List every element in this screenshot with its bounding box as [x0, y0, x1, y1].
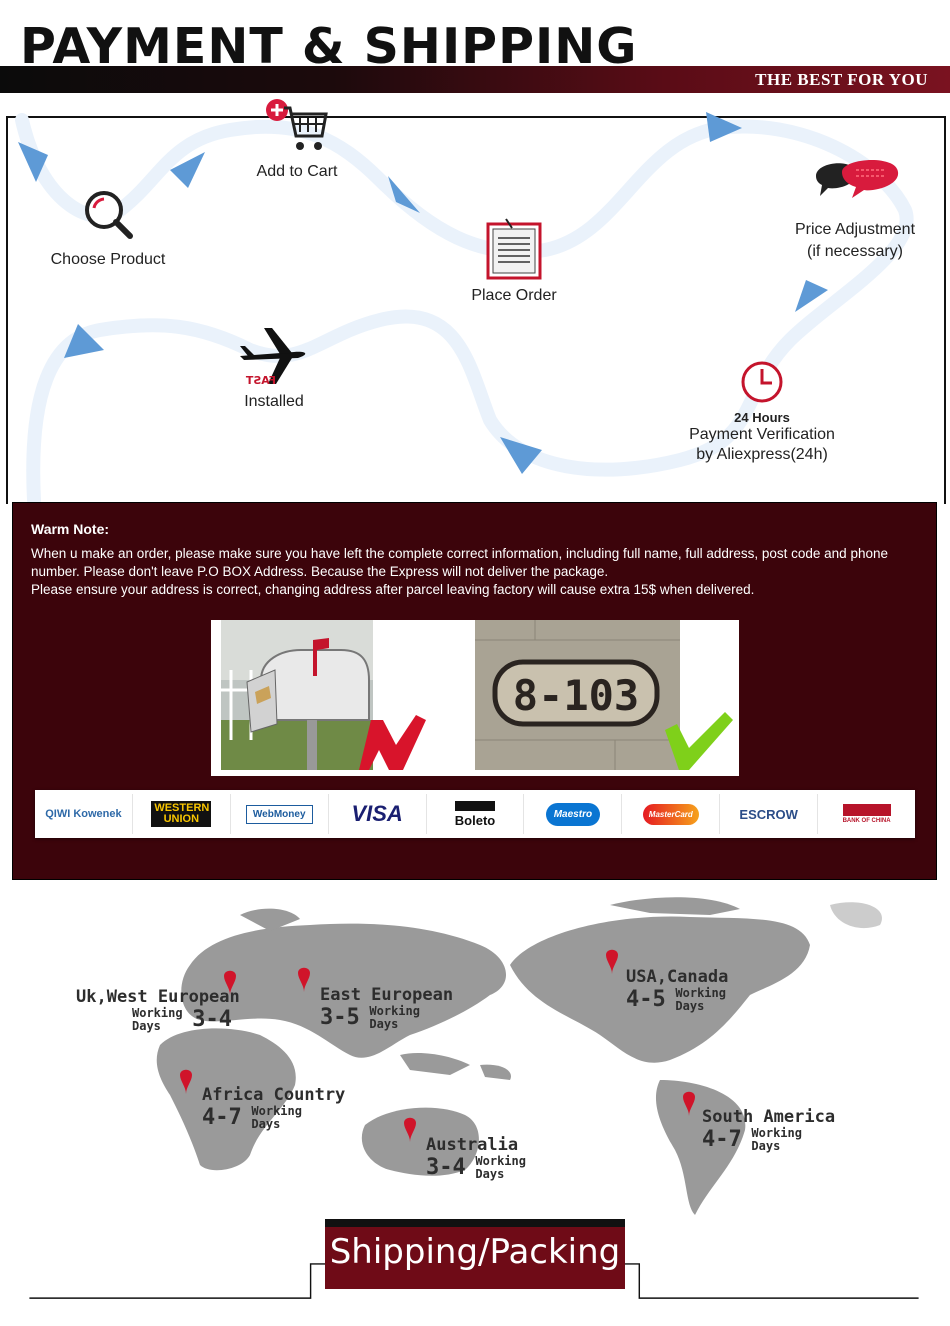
maestro-logo: Maestro	[524, 794, 623, 834]
flow-arrow-icon	[795, 280, 828, 312]
location-pin-icon	[404, 1117, 416, 1142]
location-pin-icon	[606, 949, 618, 974]
visa-logo: VISA	[329, 794, 427, 834]
clock-icon	[741, 361, 783, 403]
flow-arrow-icon	[706, 112, 742, 142]
badge-top-bar	[325, 1219, 625, 1227]
webmoney-logo: WebMoney	[231, 794, 329, 834]
qiwi-logo: QIWI Kowenek	[35, 794, 133, 834]
step-add-to-cart: Add to Cart	[230, 96, 364, 183]
western-union-logo: WESTERN UNION	[133, 794, 231, 834]
house-number-plate-photo: 8-103	[475, 620, 733, 770]
step-place-order: Place Order	[452, 216, 576, 307]
house-number-text: 8-103	[513, 671, 639, 720]
step-label: Price Adjustment	[794, 221, 916, 238]
step-installed: FAST Installed	[214, 324, 334, 413]
escrow-logo: ESCROW	[720, 794, 819, 834]
location-pin-icon	[224, 970, 236, 995]
header-tagline: THE BEST FOR YOU	[755, 70, 928, 89]
warm-note-paragraph: When u make an order, please make sure y…	[31, 546, 888, 579]
header-band	[0, 66, 950, 93]
shipping-packing-badge	[325, 1219, 625, 1289]
chat-bubbles-icon	[812, 152, 902, 207]
step-label: Place Order	[471, 287, 557, 304]
step-choose-product: Choose Product	[40, 186, 176, 271]
step-label: Add to Cart	[256, 163, 338, 180]
verification-hours: 24 Hours	[734, 410, 790, 425]
page-title: PAYMENT & SHIPPING	[20, 18, 638, 75]
flow-arrow-icon	[64, 324, 104, 358]
warm-note-panel: Warm Note: When u make an order, please …	[12, 502, 937, 880]
flow-arrow-icon	[18, 142, 48, 182]
step-sublabel: by Aliexpress(24h)	[696, 446, 828, 463]
location-pin-icon	[683, 1091, 695, 1116]
airplane-icon: FAST	[240, 328, 306, 387]
mastercard-logo: MasterCard	[622, 794, 721, 834]
order-process-frame	[6, 116, 946, 504]
location-pin-icon	[298, 967, 310, 992]
step-label: Choose Product	[50, 251, 166, 268]
warm-note-text: When u make an order, please make sure y…	[31, 545, 926, 599]
bank-of-china-logo: BANK OF CHINA	[818, 794, 915, 834]
cart-icon	[266, 99, 328, 150]
step-label: Payment Verification	[689, 426, 835, 443]
payment-methods-strip: QIWI Kowenek WESTERN UNION WebMoney VISA…	[35, 790, 915, 838]
location-pin-icon	[180, 1069, 192, 1094]
step-sublabel: (if necessary)	[806, 243, 904, 260]
step-payment-verification: 24 Hours Payment Verification by Aliexpr…	[676, 359, 848, 465]
world-map	[156, 897, 882, 1215]
address-example-images: 8-103	[211, 620, 739, 776]
boleto-logo: Boleto	[427, 794, 525, 834]
section-divider-frame	[29, 1263, 919, 1299]
order-document-icon	[486, 218, 542, 280]
step-label: Installed	[244, 393, 304, 410]
flow-arrow-icon	[388, 176, 420, 213]
step-price-adjustment: Price Adjustment (if necessary)	[780, 219, 930, 263]
flow-arrow-icon	[500, 437, 542, 474]
flow-arrow-icon	[170, 152, 205, 188]
magnifier-icon	[85, 191, 133, 239]
warm-note-paragraph: Please ensure your address is correct, c…	[31, 582, 755, 597]
fast-tag: FAST	[245, 374, 276, 386]
section-title: Shipping/Packing	[329, 1232, 621, 1272]
po-box-mailbox-photo	[221, 620, 426, 770]
warm-note-title: Warm Note:	[31, 521, 110, 537]
